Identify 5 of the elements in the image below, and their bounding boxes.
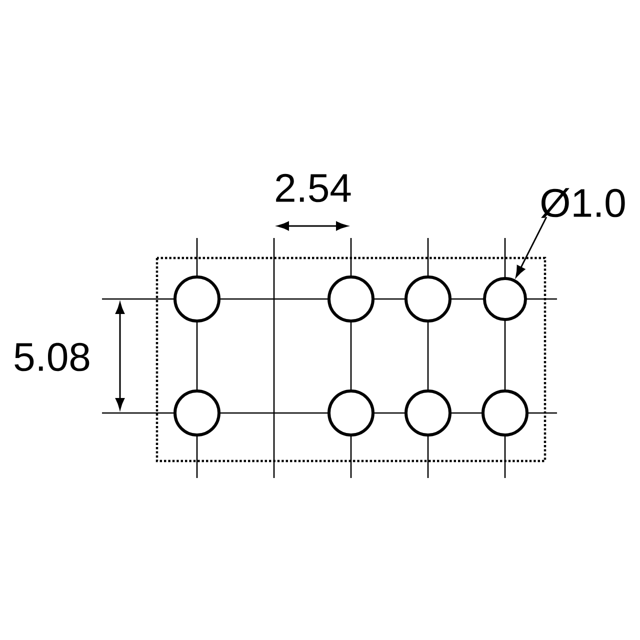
dimension-text: 2.54 — [276, 174, 351, 202]
hole-circle — [483, 277, 527, 321]
dimension-text: Ø1.0 — [541, 188, 625, 218]
leader-arrow — [516, 216, 548, 278]
dimension-text: 5.08 — [14, 342, 90, 372]
